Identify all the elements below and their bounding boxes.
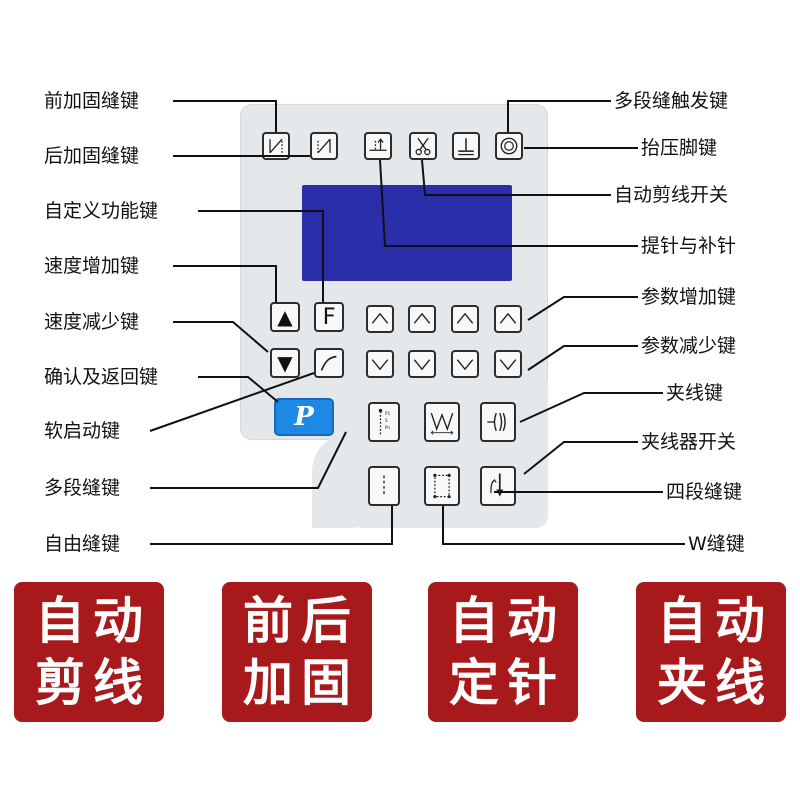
presser-foot-icon [458,138,474,156]
target-circle-icon [500,137,518,155]
label-free-sew: 自由缝键 [44,533,121,555]
label-presser-foot: 抬压脚键 [641,137,718,159]
param-up-key-3[interactable] [451,305,479,333]
chevron-down-icon [371,359,389,371]
feature-banner-needle-stop: 自动 定针 [428,582,578,722]
label-speed-down: 速度减少键 [44,311,140,333]
multi-seg-key[interactable]: P1 S Pn [368,402,400,442]
param-down-key-3[interactable] [451,350,479,378]
needle-up-icon [369,138,387,151]
param-up-key-1[interactable] [366,305,394,333]
multi-seg-icon: P1 S Pn [378,408,391,435]
back-tack-icon [317,138,331,154]
presser-foot-key[interactable] [452,132,480,160]
control-panel-notch [312,432,356,528]
chevron-down-icon [456,359,474,371]
label-confirm-return: 确认及返回键 [44,366,159,388]
label-clamp-switch: 夹线器开关 [641,431,737,453]
banner-line: 剪线 [35,654,151,712]
label-clamp-line: 夹线键 [666,382,724,404]
banner-line: 自动 [657,592,773,650]
soft-start-key[interactable] [314,348,344,378]
label-w-seg: W缝键 [688,533,745,555]
speed-down-key[interactable]: ▼ [270,348,300,378]
label-four-seg: 四段缝键 [666,481,743,503]
param-up-key-2[interactable] [408,305,436,333]
chevron-up-icon [413,312,431,324]
label-front-tack: 前加固缝键 [44,90,140,112]
banner-line: 自动 [449,592,565,650]
lcd-screen [302,185,512,281]
chevron-up-icon [499,312,517,324]
label-needle-up: 提针与补针 [641,235,737,257]
label-custom-function: 自定义功能键 [44,200,159,222]
banner-line: 夹线 [657,654,773,712]
param-up-key-4[interactable] [494,305,522,333]
clamp-line-key[interactable] [480,402,516,442]
svg-text:P1: P1 [385,411,391,417]
feature-banner-auto-clamp: 自动 夹线 [636,582,786,722]
clamp-line-icon [487,412,506,432]
multi-trigger-key[interactable] [495,132,523,160]
banner-line: 加固 [243,654,359,712]
chevron-up-icon [371,312,389,324]
scissors-icon [415,137,431,156]
param-down-key-1[interactable] [366,350,394,378]
w-seg-key[interactable] [424,402,460,442]
label-param-up: 参数增加键 [641,286,737,308]
speed-up-key[interactable]: ▲ [270,302,300,332]
chevron-down-icon [499,359,517,371]
chevron-down-icon [413,359,431,371]
label-soft-start: 软启动键 [44,420,121,442]
free-sew-key[interactable] [368,466,400,506]
f-icon: F [322,304,336,330]
svg-text:S: S [385,418,388,424]
front-tack-icon [269,138,283,154]
svg-text:Pn: Pn [385,425,391,431]
label-speed-up: 速度增加键 [44,255,140,277]
label-multi-seg: 多段缝键 [44,477,121,499]
up-arrow-icon: ▲ [277,305,293,329]
w-stitch-icon [430,412,454,435]
chevron-up-icon [456,312,474,324]
feature-banner-tack: 前后 加固 [222,582,372,722]
label-multi-trigger: 多段缝触发键 [614,90,729,112]
label-param-down: 参数减少键 [641,335,737,357]
down-arrow-icon: ▼ [277,351,293,375]
needle-up-key[interactable] [364,132,392,160]
custom-function-key[interactable]: F [314,302,344,332]
banner-line: 自动 [35,592,151,650]
param-down-key-4[interactable] [494,350,522,378]
label-back-tack: 后加固缝键 [44,145,140,167]
free-sew-icon [383,475,385,497]
banner-line: 前后 [243,592,359,650]
confirm-return-key[interactable]: P [274,398,334,436]
feature-banner-auto-trim: 自动 剪线 [14,582,164,722]
back-tack-key[interactable] [310,132,338,160]
four-seg-key[interactable] [424,466,460,506]
param-down-key-2[interactable] [408,350,436,378]
banner-line: 定针 [449,654,565,712]
p-icon: P [294,402,314,432]
soft-start-curve-icon [320,355,337,371]
four-seg-icon [433,473,451,499]
label-auto-trim: 自动剪线开关 [614,184,729,206]
auto-trim-key[interactable] [409,132,437,160]
